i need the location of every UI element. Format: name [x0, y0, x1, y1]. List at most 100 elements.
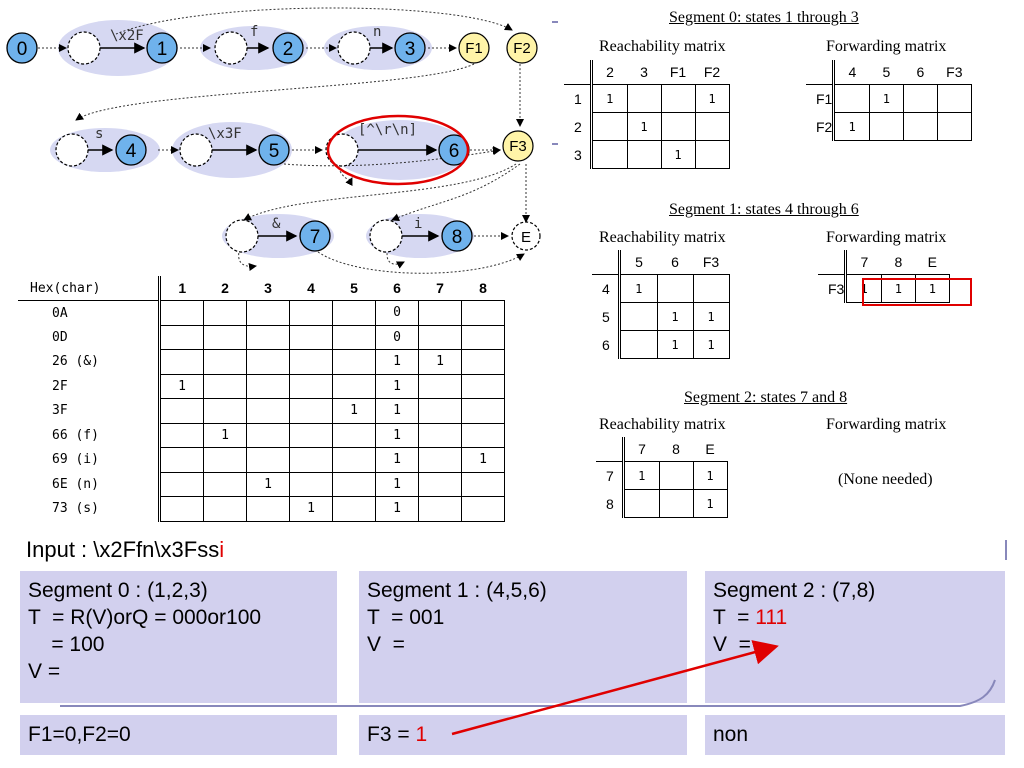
- final-nodes: F1 F2 F3 E: [458, 32, 541, 251]
- matrix-row-header: 3: [564, 140, 593, 169]
- forward-0-text: F1=0,F2=0: [28, 723, 131, 746]
- col-header: 2: [203, 276, 247, 301]
- edge-label-1: \x2F: [110, 28, 144, 44]
- matrix-corner: [564, 60, 593, 85]
- table-cell: 1: [461, 447, 505, 473]
- matrix-cell: 1: [619, 274, 658, 303]
- matrix-col-header: E: [693, 437, 727, 462]
- hex-cell: 0A: [18, 300, 161, 325]
- segment-1-reach-title: Reachability matrix: [599, 229, 726, 246]
- matrix-cell: [619, 302, 658, 331]
- matrix-row-header: 7: [596, 461, 625, 490]
- matrix-cell: [936, 84, 972, 113]
- matrix-col-header: F1: [661, 60, 695, 85]
- matrix-col-header: F3: [937, 60, 972, 85]
- table-cell: [203, 471, 247, 497]
- matrix-corner: [592, 250, 621, 275]
- matrix-cell: [694, 140, 730, 169]
- fwd-highlight-box: [862, 278, 972, 306]
- col-header: 5: [332, 276, 376, 301]
- table-cell: [418, 373, 462, 399]
- table-cell: 1: [332, 398, 376, 424]
- segment-0-panel-t: T = R(V)orQ = 000or100: [28, 606, 262, 629]
- table-cell: [461, 422, 505, 448]
- matrix-col-header: 8: [659, 437, 693, 462]
- table-cell: [159, 398, 204, 424]
- forward-1-value: 1: [415, 723, 428, 746]
- state-0: 0: [17, 39, 28, 60]
- matrix-col-header: 6: [657, 250, 693, 275]
- matrix-cell: [936, 112, 972, 141]
- matrix-row-header: F1: [806, 84, 836, 113]
- matrix-cell: 1: [623, 461, 660, 490]
- matrix-col-header: F3: [693, 250, 729, 275]
- segment-2-none-needed: (None needed): [838, 471, 933, 488]
- matrix-corner: [596, 437, 625, 462]
- table-cell: [246, 447, 290, 473]
- table-cell: 0: [375, 300, 419, 326]
- highlight-ellipse: [326, 114, 470, 186]
- segment-2-panel-t-value: 111: [755, 606, 788, 629]
- table-cell: [289, 398, 333, 424]
- matrix-cell: 1: [692, 489, 728, 518]
- matrix-row-header: 4: [592, 274, 621, 303]
- matrix-row-header: 6: [592, 330, 621, 359]
- hex-cell: 69 (i): [18, 447, 161, 472]
- segment-1-panel-v: V =: [367, 633, 405, 656]
- table-cell: [159, 496, 204, 522]
- matrix-row-header: F2: [806, 112, 836, 141]
- segment-2-panel-t-prefix: T =: [713, 606, 756, 629]
- segment-2-panel-title: Segment 2 : (7,8): [713, 579, 876, 602]
- matrix-row-header: F3: [818, 274, 848, 303]
- edge-label-2: f: [250, 24, 258, 40]
- state-4: 4: [126, 141, 137, 162]
- state-7: 7: [310, 227, 321, 248]
- automaton-diagram: \x2F f n s \x3F [^\r\n] & i 0 1 2 3 4 5 …: [6, 7, 558, 274]
- matrix-cell: [694, 112, 730, 141]
- final-e: E: [521, 229, 531, 246]
- matrix-row-header: 5: [592, 302, 621, 331]
- matrix-corner: [806, 60, 836, 85]
- matrix-cell: 1: [656, 302, 694, 331]
- matrix-cell: [623, 489, 660, 518]
- table-cell: [461, 496, 505, 522]
- segment-1-panel-t: T = 001: [367, 606, 445, 629]
- segment-2-fwd-title: Forwarding matrix: [826, 416, 947, 433]
- final-f3: F3: [509, 138, 527, 155]
- table-cell: [332, 447, 376, 473]
- segment-0-reach-title: Reachability matrix: [599, 38, 726, 55]
- segment-2-title: Segment 2: states 7 and 8: [684, 389, 848, 406]
- table-cell: [461, 300, 505, 326]
- table-cell: [159, 471, 204, 497]
- hex-cell: 73 (s): [18, 496, 161, 521]
- matrix-cell: 1: [833, 112, 870, 141]
- matrix-cell: [591, 140, 628, 169]
- col-header: 6: [375, 276, 419, 301]
- segment-2-panel-v: V =: [713, 633, 751, 656]
- hex-cell: 0D: [18, 325, 161, 350]
- table-cell: 1: [203, 422, 247, 448]
- matrix-cell: [619, 330, 658, 359]
- hex-cell: 26 (&): [18, 349, 161, 374]
- hex-cell: 66 (f): [18, 423, 161, 448]
- char-table-header: Hex(char): [18, 276, 161, 301]
- matrix-row-header: 8: [596, 489, 625, 518]
- forward-panel-2: non: [705, 715, 1005, 755]
- hex-cell: 2F: [18, 374, 161, 399]
- state-2: 2: [283, 39, 294, 60]
- state-5: 5: [269, 141, 280, 162]
- edge-label-7: &: [272, 216, 281, 232]
- col-header: 4: [289, 276, 333, 301]
